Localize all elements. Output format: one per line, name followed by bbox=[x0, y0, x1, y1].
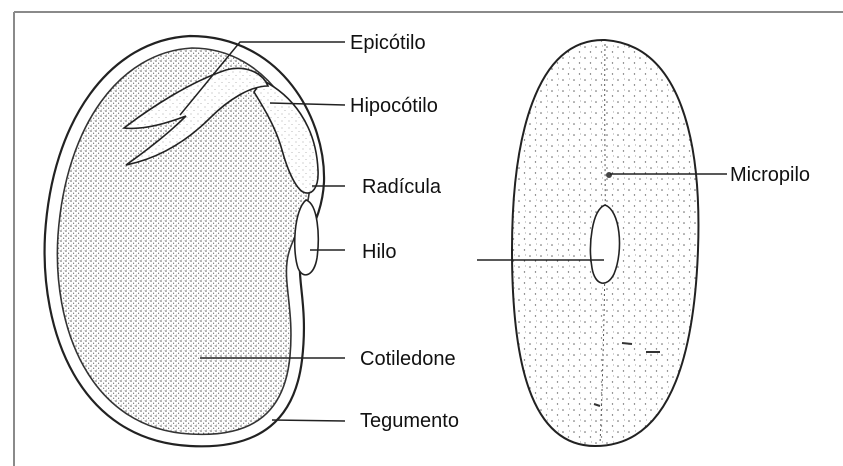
label-cotiledone: Cotiledone bbox=[360, 349, 456, 369]
label-epicotilo: Epicótilo bbox=[350, 33, 426, 53]
micropyle-dot bbox=[606, 172, 612, 178]
label-hilo: Hilo bbox=[362, 242, 396, 262]
hilum-left bbox=[295, 200, 319, 275]
leader-tegumento bbox=[272, 420, 345, 421]
label-hipocotilo: Hipocótilo bbox=[350, 96, 438, 116]
label-radicula: Radícula bbox=[362, 177, 441, 197]
label-tegumento: Tegumento bbox=[360, 411, 459, 431]
label-micropilo: Micropilo bbox=[730, 165, 810, 185]
hilum-right bbox=[591, 205, 620, 283]
